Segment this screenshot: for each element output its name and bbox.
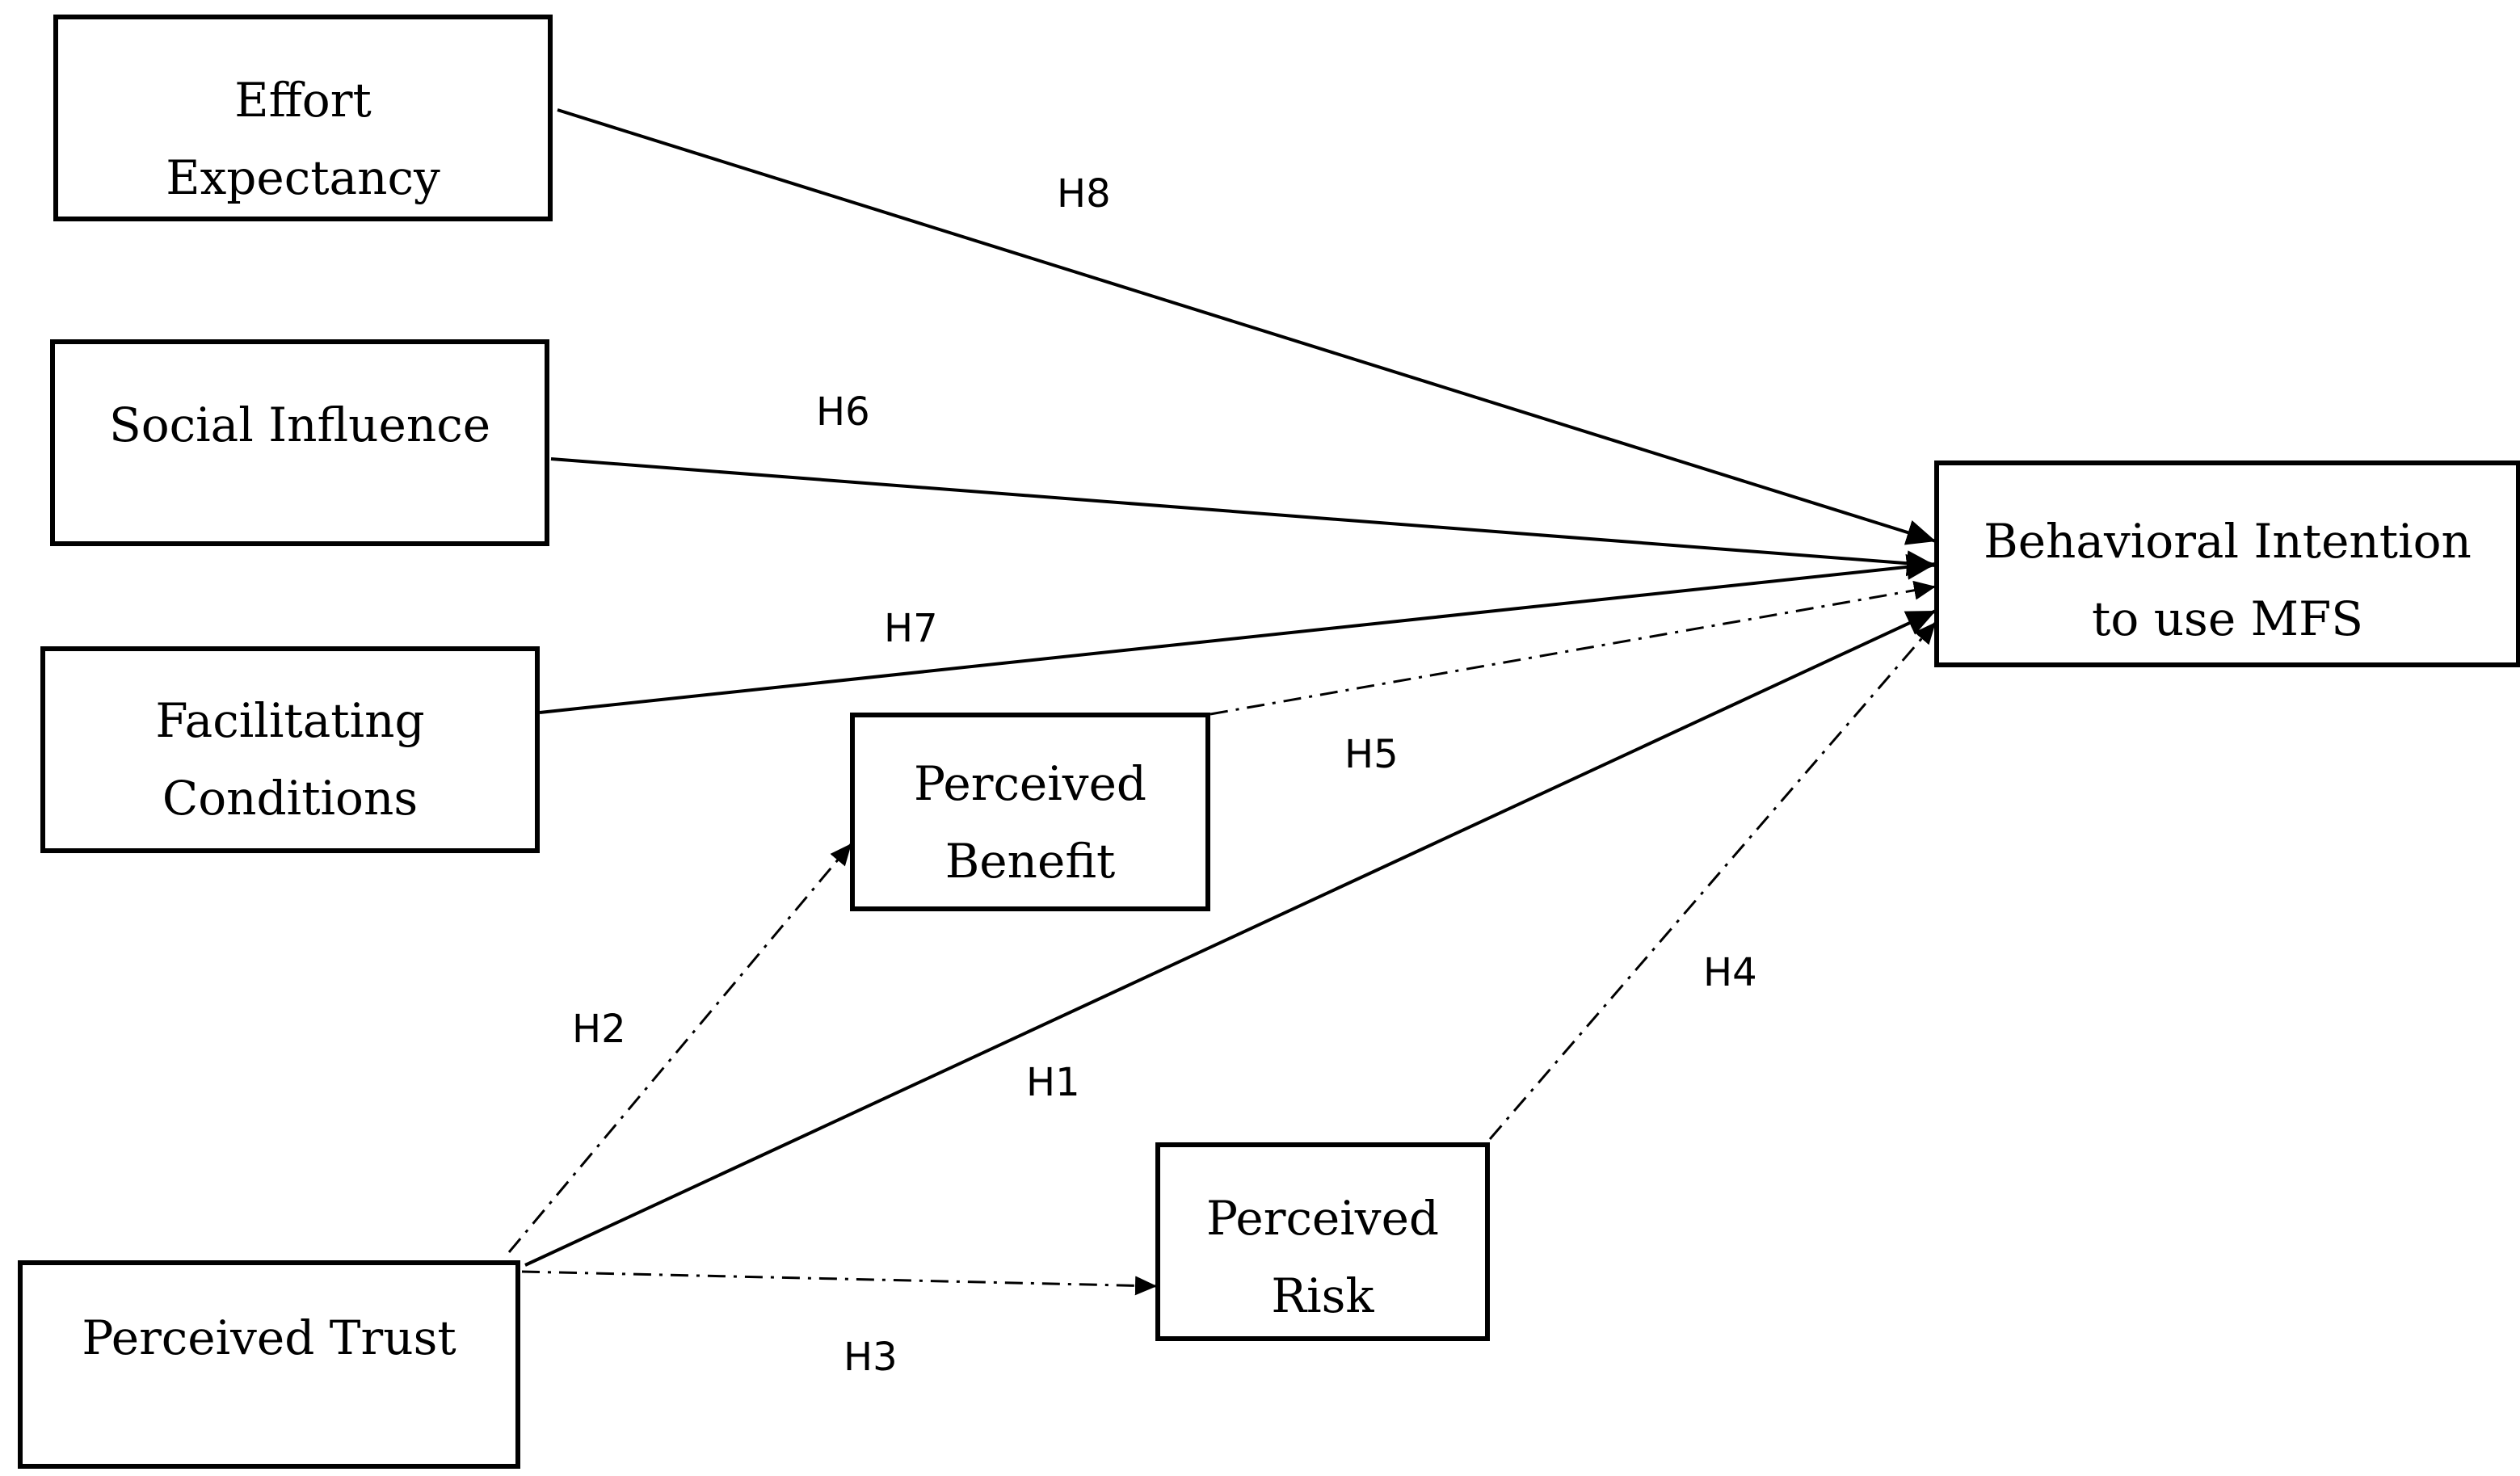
node-social-influence-line1: Social Influence [108, 397, 491, 452]
node-facilitating-conditions-line2: Conditions [162, 771, 419, 826]
arrow-h3-trust-to-risk [521, 1270, 1158, 1296]
label-h8: H8 [1057, 171, 1111, 217]
label-h3: H3 [844, 1335, 898, 1380]
arrow-h1-trust-to-intention [524, 609, 1937, 1267]
node-social-influence: Social Influence [50, 339, 549, 546]
label-h7: H7 [884, 606, 938, 651]
node-perceived-benefit-line2: Benefit [944, 834, 1116, 889]
label-h6: H6 [816, 389, 870, 435]
node-effort-expectancy: Effort Expectancy [53, 15, 553, 221]
node-behavioral-intention-line2: to use MFS [2092, 591, 2363, 646]
node-facilitating-conditions-line1: Facilitating [155, 693, 425, 748]
node-perceived-benefit-line1: Perceived [913, 756, 1147, 811]
label-h5: H5 [1344, 732, 1399, 777]
node-perceived-risk-line1: Perceived [1205, 1191, 1440, 1246]
arrow-h7-facilitating-to-intention [539, 553, 1937, 714]
arrow-h4-risk-to-intention [1488, 621, 1937, 1140]
node-perceived-risk: Perceived Risk [1155, 1142, 1490, 1341]
node-perceived-benefit: Perceived Benefit [850, 713, 1210, 911]
label-h1: H1 [1026, 1060, 1080, 1105]
node-perceived-trust-line1: Perceived Trust [82, 1310, 456, 1365]
node-behavioral-intention: Behavioral Intention to use MFS [1934, 460, 2520, 667]
label-h2: H2 [572, 1007, 626, 1052]
node-facilitating-conditions: Facilitating Conditions [40, 646, 540, 853]
label-h4: H4 [1703, 950, 1757, 995]
arrow-h8-effort-to-intention [557, 108, 1937, 545]
arrow-h6-social-to-intention [550, 457, 1937, 577]
node-effort-expectancy-line2: Expectancy [166, 150, 440, 205]
node-perceived-trust: Perceived Trust [18, 1260, 520, 1469]
node-behavioral-intention-line1: Behavioral Intention [1984, 514, 2472, 569]
node-perceived-risk-line2: Risk [1271, 1268, 1374, 1323]
node-effort-expectancy-line1: Effort [234, 73, 372, 128]
arrow-h5-benefit-to-intention [1210, 580, 1937, 716]
arrow-h2-trust-to-benefit [507, 843, 853, 1253]
